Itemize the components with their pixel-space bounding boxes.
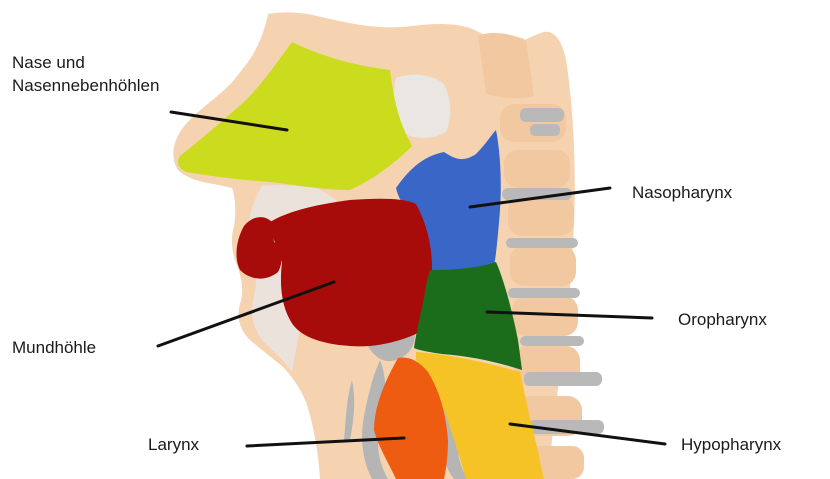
- label-nose-sinuses: Nase und Nasennebenhöhlen: [12, 51, 159, 97]
- oral-cavity-region: [270, 199, 432, 347]
- label-larynx: Larynx: [148, 433, 199, 456]
- label-oropharynx: Oropharynx: [678, 308, 767, 331]
- label-nose-line-2: Nasennebenhöhlen: [12, 74, 159, 97]
- label-oral-cavity: Mundhöhle: [12, 336, 96, 359]
- label-nose-line-1: Nase und: [12, 51, 159, 74]
- label-nasopharynx: Nasopharynx: [632, 181, 732, 204]
- label-hypopharynx: Hypopharynx: [681, 433, 781, 456]
